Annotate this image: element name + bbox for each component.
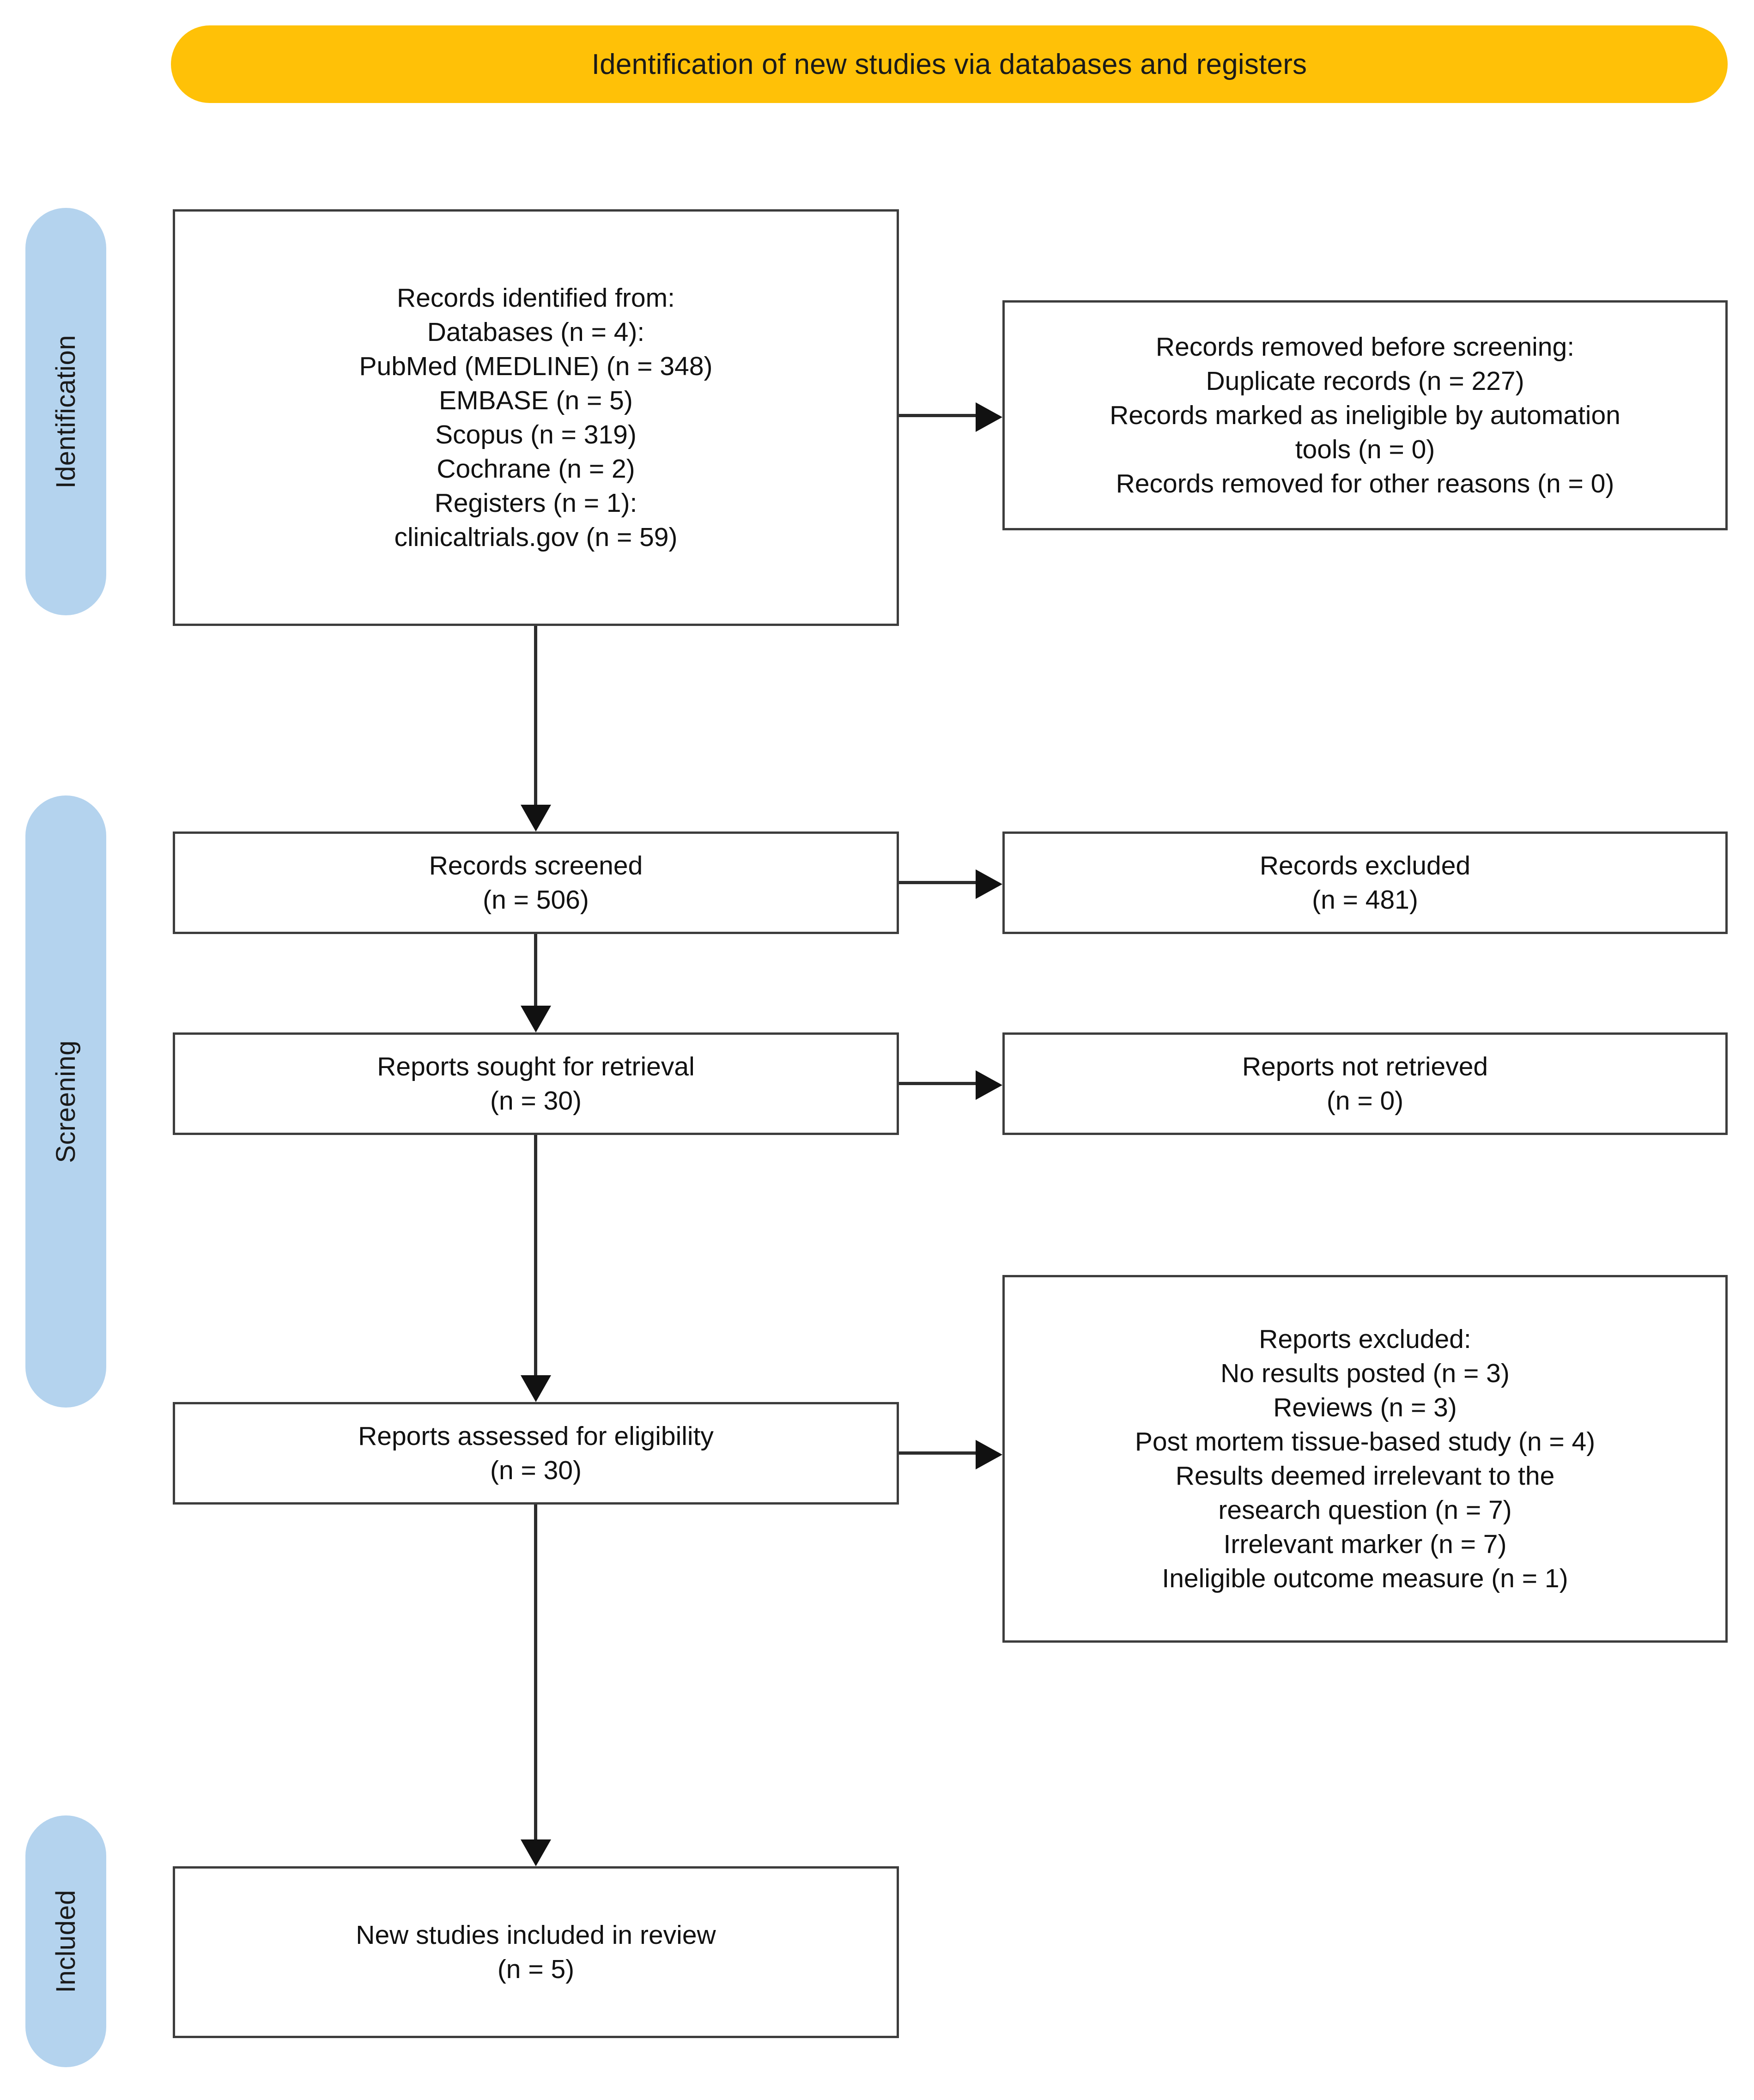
connector-sought-to-assessed (534, 1135, 537, 1375)
box-line: Records removed for other reasons (n = 0… (1116, 469, 1614, 499)
box-line: Records identified from: (397, 283, 675, 313)
box-line: Reports excluded: (1259, 1324, 1471, 1354)
box-line: clinicaltrials.gov (n = 59) (394, 522, 678, 552)
box-records-identified: Records identified from: Databases (n = … (173, 209, 899, 626)
box-line: Databases (n = 4): (427, 317, 645, 347)
box-line: research question (n = 7) (1218, 1495, 1512, 1525)
box-line: tools (n = 0) (1295, 435, 1435, 465)
box-line: Registers (n = 1): (434, 488, 637, 518)
phase-label-identification-text: Identification (51, 334, 81, 489)
box-line: Records screened (429, 850, 643, 880)
box-line: Records excluded (1259, 850, 1471, 880)
box-reports-sought-for-retrieval: Reports sought for retrieval (n = 30) (173, 1032, 899, 1135)
connector-screened-to-sought (534, 934, 537, 1007)
phase-label-identification: Identification (25, 208, 106, 615)
connector-assessed-to-reports-excluded (899, 1451, 977, 1455)
box-line: Reports assessed for eligibility (358, 1421, 714, 1451)
box-line: Records marked as ineligible by automati… (1110, 400, 1620, 430)
box-line: (n = 481) (1312, 885, 1418, 915)
connector-identified-to-screened (534, 626, 537, 807)
box-line: EMBASE (n = 5) (439, 385, 633, 415)
arrowhead-down-icon (521, 1375, 551, 1402)
arrowhead-right-icon (976, 402, 1002, 432)
arrowhead-right-icon (976, 1440, 1002, 1469)
box-reports-excluded: Reports excluded: No results posted (n =… (1002, 1275, 1728, 1643)
arrowhead-down-icon (521, 1006, 551, 1032)
box-line: Cochrane (n = 2) (437, 454, 635, 484)
connector-assessed-to-included (534, 1505, 537, 1839)
phase-label-screening: Screening (25, 795, 106, 1408)
box-records-screened: Records screened (n = 506) (173, 832, 899, 934)
arrowhead-down-icon (521, 1839, 551, 1866)
box-line: Irrelevant marker (n = 7) (1223, 1529, 1507, 1560)
box-records-excluded: Records excluded (n = 481) (1002, 832, 1728, 934)
arrowhead-right-icon (976, 869, 1002, 899)
box-line: Reports not retrieved (1242, 1051, 1488, 1081)
box-line: Results deemed irrelevant to the (1175, 1461, 1555, 1491)
box-line: (n = 5) (497, 1954, 575, 1984)
box-reports-assessed-for-eligibility: Reports assessed for eligibility (n = 30… (173, 1402, 899, 1505)
box-line: Post mortem tissue-based study (n = 4) (1135, 1426, 1596, 1457)
box-line: Scopus (n = 319) (435, 420, 637, 449)
phase-label-included-text: Included (51, 1889, 81, 1993)
box-line: (n = 30) (490, 1086, 582, 1116)
connector-sought-to-not-retrieved (899, 1082, 977, 1085)
box-line: (n = 0) (1326, 1086, 1404, 1116)
box-line: (n = 30) (490, 1456, 582, 1485)
connector-screened-to-records-excluded (899, 881, 977, 884)
phase-label-screening-text: Screening (51, 1040, 81, 1163)
box-line: PubMed (MEDLINE) (n = 348) (359, 351, 713, 381)
connector-identified-to-removed (899, 414, 977, 417)
box-line: Reports sought for retrieval (377, 1051, 695, 1081)
box-new-studies-included-in-review: New studies included in review (n = 5) (173, 1866, 899, 2038)
phase-label-included: Included (25, 1815, 106, 2067)
box-line: Records removed before screening: (1155, 332, 1575, 362)
box-reports-not-retrieved: Reports not retrieved (n = 0) (1002, 1032, 1728, 1135)
box-line: New studies included in review (356, 1920, 716, 1950)
arrowhead-down-icon (521, 805, 551, 832)
diagram-header-banner: Identification of new studies via databa… (171, 25, 1728, 103)
box-line: Duplicate records (n = 227) (1206, 366, 1524, 396)
box-line: (n = 506) (483, 885, 589, 915)
diagram-title: Identification of new studies via databa… (591, 48, 1307, 80)
box-records-removed-before-screening: Records removed before screening: Duplic… (1002, 300, 1728, 530)
box-line: No results posted (n = 3) (1220, 1358, 1510, 1388)
box-line: Ineligible outcome measure (n = 1) (1162, 1564, 1568, 1594)
arrowhead-right-icon (976, 1070, 1002, 1100)
box-line: Reviews (n = 3) (1273, 1392, 1457, 1422)
